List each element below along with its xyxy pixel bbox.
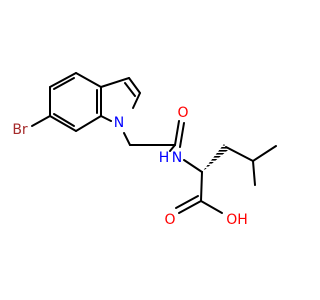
bond-co-double [174, 120, 180, 146]
carbonyl-oxygen-label: O [177, 105, 188, 121]
bromine-label: Br [12, 122, 28, 138]
structure-canvas: Br N O N H O OH [12, 72, 277, 228]
bond-ch-ch3-a [252, 145, 277, 162]
bond [49, 72, 77, 88]
amide-nitrogen-label: N [172, 150, 182, 166]
bond-ch-ch3-b [252, 160, 256, 186]
bond [132, 92, 141, 109]
hashed-wedge-bond [202, 144, 228, 172]
bond-nh-calpha [183, 159, 203, 173]
amide-hydrogen-label: H [159, 150, 170, 166]
bond-calpha-cooh [200, 171, 203, 202]
molecule-structure: Br N O N H O OH [12, 72, 277, 228]
bond [100, 77, 130, 88]
bond-ch2-ch [225, 146, 254, 162]
bond-co-double-inner [179, 122, 185, 148]
bond-double-inner [124, 82, 136, 97]
indole-pyrrole-ring [100, 77, 141, 122]
bond [100, 115, 112, 122]
indole-nitrogen-label: N [114, 115, 124, 131]
bond [49, 115, 77, 132]
bond-c-o-double [178, 200, 202, 214]
bond-c-nh [169, 144, 176, 152]
acid-oxygen-label: O [164, 212, 175, 228]
bond [75, 115, 102, 132]
bond-c-br [31, 115, 51, 127]
indole-benzene-ring [49, 72, 102, 132]
bond [75, 72, 102, 88]
hydroxyl-label: OH [226, 212, 248, 228]
bond-c-oh [200, 200, 223, 214]
bond-double-inner [53, 77, 75, 90]
bond-n-ch2 [123, 132, 131, 146]
bond-double-inner [53, 113, 75, 127]
bond [128, 77, 141, 94]
bond-c-o-double-inner [175, 195, 199, 209]
